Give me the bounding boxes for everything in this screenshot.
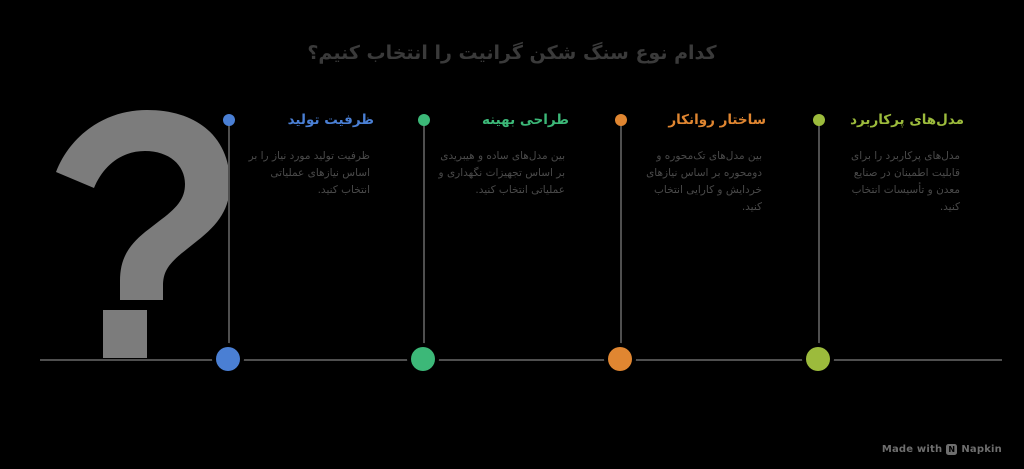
milestone-stem — [620, 124, 622, 359]
timeline-baseline — [40, 359, 1002, 361]
milestone-dot-design[interactable] — [411, 347, 435, 371]
milestone-stem — [423, 124, 425, 359]
milestone-label-design: طراحی بهینه — [481, 112, 569, 128]
milestone-label-models: مدل‌های پرکاربرد — [850, 112, 964, 128]
milestone-label-structure: ساختار روانکار — [668, 112, 766, 128]
watermark-brand-label: Napkin — [961, 444, 1002, 455]
napkin-logo-icon: N — [946, 444, 958, 455]
milestone-top-dot-structure — [615, 114, 627, 126]
question-mark-icon — [52, 110, 242, 358]
watermark-prefix-label: Made with — [881, 444, 943, 455]
milestone-body-structure: بین مدل‌های تک‌محوره و دومحوره بر اساس ن… — [646, 150, 762, 213]
milestone-top-dot-design — [418, 114, 430, 126]
milestone-top-dot-capacity — [223, 114, 235, 126]
milestone-dot-models[interactable] — [806, 347, 830, 371]
milestone-dot-structure[interactable] — [608, 347, 632, 371]
page-title: کدام نوع سنگ شکن گرانیت را انتخاب کنیم؟ — [307, 42, 717, 64]
milestone-label-capacity: ظرفیت تولید — [287, 112, 374, 128]
milestone-body-models: مدل‌های پرکاربرد را برای قابلیت اطمینان … — [851, 150, 960, 213]
milestone-stem — [818, 124, 820, 359]
napkin-watermark: Made with N Napkin — [882, 444, 1002, 455]
milestone-dot-capacity[interactable] — [216, 347, 240, 371]
milestone-body-capacity: ظرفیت تولید مورد نیاز را بر اساس نیازهای… — [248, 150, 370, 196]
milestone-body-design: بین مدل‌های ساده و هیبریدی بر اساس تجهیز… — [438, 150, 565, 196]
milestone-stem — [228, 124, 230, 359]
milestone-top-dot-models — [813, 114, 825, 126]
